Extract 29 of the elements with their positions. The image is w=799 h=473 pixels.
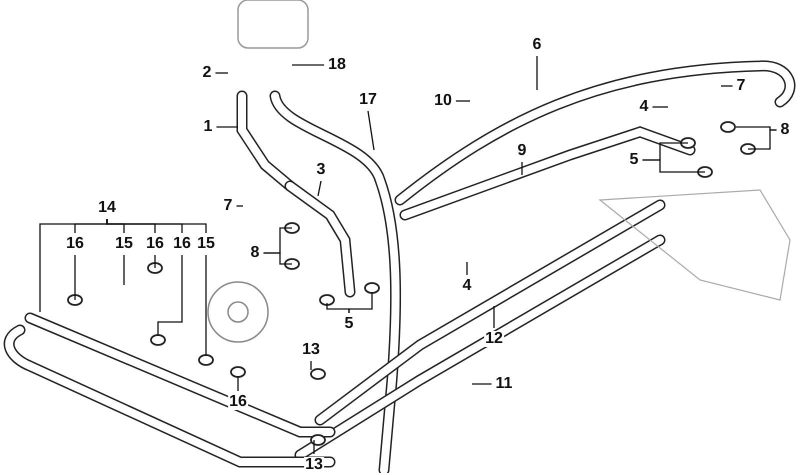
leader-line xyxy=(205,255,207,356)
leader-line xyxy=(237,376,239,391)
leader-line xyxy=(493,306,495,328)
callout-number: 12 xyxy=(484,331,504,347)
leader-line xyxy=(472,383,492,385)
leader-line xyxy=(74,255,76,300)
leader-line xyxy=(367,110,375,150)
leader-line xyxy=(263,252,292,265)
leader-line xyxy=(313,440,315,454)
leader-line xyxy=(123,255,125,285)
leader-line xyxy=(748,129,777,150)
leader-line xyxy=(466,262,468,275)
leader-line xyxy=(652,106,668,108)
leader-line xyxy=(642,159,705,173)
leader-line xyxy=(154,255,156,268)
leader-line xyxy=(317,180,322,196)
leader-line xyxy=(348,292,373,313)
leader-line xyxy=(521,162,523,175)
leader-line xyxy=(39,219,108,312)
leader-line xyxy=(310,361,312,370)
leader-line xyxy=(456,100,470,102)
leader-line xyxy=(157,255,183,336)
callout-number: 16 xyxy=(228,394,248,410)
leader-line xyxy=(216,126,238,128)
leader-line xyxy=(236,205,243,207)
leader-line xyxy=(721,85,733,87)
leader-line xyxy=(536,56,538,90)
leader-line xyxy=(215,72,228,74)
leader-line xyxy=(292,64,324,66)
